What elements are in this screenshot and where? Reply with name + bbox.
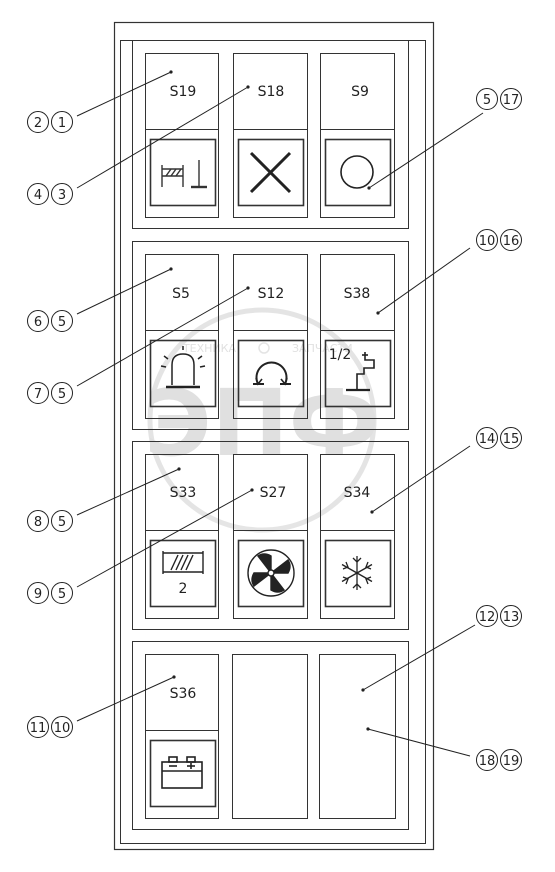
svg-text:7: 7	[34, 387, 42, 402]
callout-8-5: 8 5	[27, 510, 73, 532]
svg-text:5: 5	[58, 387, 66, 402]
svg-text:8: 8	[34, 515, 42, 530]
callout-12-13: 12 13	[476, 605, 522, 627]
svg-text:11: 11	[30, 721, 47, 736]
cross-icon	[249, 151, 292, 194]
panel-outer-frame	[113, 21, 435, 851]
leader-lines	[76, 71, 484, 757]
svg-text:3: 3	[58, 188, 66, 203]
switch-group-4	[132, 641, 409, 830]
rotation-icon	[253, 361, 291, 386]
svg-text:15: 15	[503, 432, 520, 447]
switch-code: S34	[344, 485, 371, 501]
switch-code: S5	[172, 286, 190, 302]
circle-icon	[340, 155, 374, 189]
svg-text:1: 1	[58, 116, 66, 131]
callout-2-1: 2 1	[27, 111, 73, 133]
switch-code: S18	[258, 84, 285, 100]
snowflake-icon	[341, 556, 373, 590]
switch-code: S12	[258, 286, 285, 302]
svg-text:13: 13	[503, 610, 520, 625]
switch-code: S19	[170, 84, 197, 100]
fan-icon	[247, 549, 295, 597]
switch-s18: S18	[233, 53, 308, 218]
switch-code: S9	[351, 84, 369, 100]
blank-switch-slot	[319, 654, 396, 819]
svg-text:2: 2	[34, 116, 42, 131]
svg-text:18: 18	[479, 754, 496, 769]
svg-text:4: 4	[34, 188, 42, 203]
callout-10-16: 10 16	[476, 229, 522, 251]
svg-text:10: 10	[54, 721, 71, 736]
blank-switch-slot	[232, 654, 308, 819]
svg-text:5: 5	[58, 587, 66, 602]
battery-icon	[161, 756, 203, 789]
beacon-icon	[160, 346, 206, 389]
switch-s5: S5	[145, 254, 219, 419]
switch-group-2	[132, 241, 409, 430]
switch-s19: S19	[145, 53, 219, 218]
callout-9-5: 9 5	[27, 582, 73, 604]
switch-code: S36	[170, 686, 197, 702]
svg-text:12: 12	[479, 610, 496, 625]
ladder-work-light-icon	[161, 160, 207, 189]
callout-18-19: 18 19	[476, 749, 522, 771]
half-ratio-label: 1/2	[329, 347, 352, 363]
switch-s38: S38 1/2	[320, 254, 395, 419]
svg-text:14: 14	[479, 432, 496, 447]
switch-code: S33	[170, 485, 197, 501]
svg-text:17: 17	[503, 93, 520, 108]
switch-group-3	[132, 441, 409, 630]
callout-7-5: 7 5	[27, 382, 73, 404]
svg-text:10: 10	[479, 234, 496, 249]
switch-s27: S27	[233, 454, 308, 619]
switch-s12: S12	[233, 254, 308, 419]
svg-text:16: 16	[503, 234, 520, 249]
heated-window-icon	[162, 551, 204, 574]
switch-code: S27	[260, 485, 287, 501]
switch-s36: S36	[145, 654, 219, 819]
callout-6-5: 6 5	[27, 310, 73, 332]
callout-14-15: 14 15	[476, 427, 522, 449]
svg-text:9: 9	[34, 587, 42, 602]
svg-text:5: 5	[58, 315, 66, 330]
callout-4-3: 4 3	[27, 183, 73, 205]
switch-s34: S34	[320, 454, 395, 619]
svg-text:19: 19	[503, 754, 520, 769]
half-gear-icon	[346, 352, 375, 392]
callout-5-17: 5 17	[476, 88, 522, 110]
switch-group-1	[132, 40, 409, 229]
watermark-line1: ТЕХНИКА	[182, 342, 237, 355]
switch-code: S38	[344, 286, 371, 302]
svg-text:6: 6	[34, 315, 42, 330]
callout-11-10: 11 10	[27, 716, 73, 738]
switch-s9: S9	[320, 53, 395, 218]
svg-text:5: 5	[58, 515, 66, 530]
leader-dots	[169, 70, 380, 731]
heated-window-level: 2	[179, 581, 188, 597]
switch-s33: S33 2	[145, 454, 219, 619]
svg-text:5: 5	[483, 93, 491, 108]
